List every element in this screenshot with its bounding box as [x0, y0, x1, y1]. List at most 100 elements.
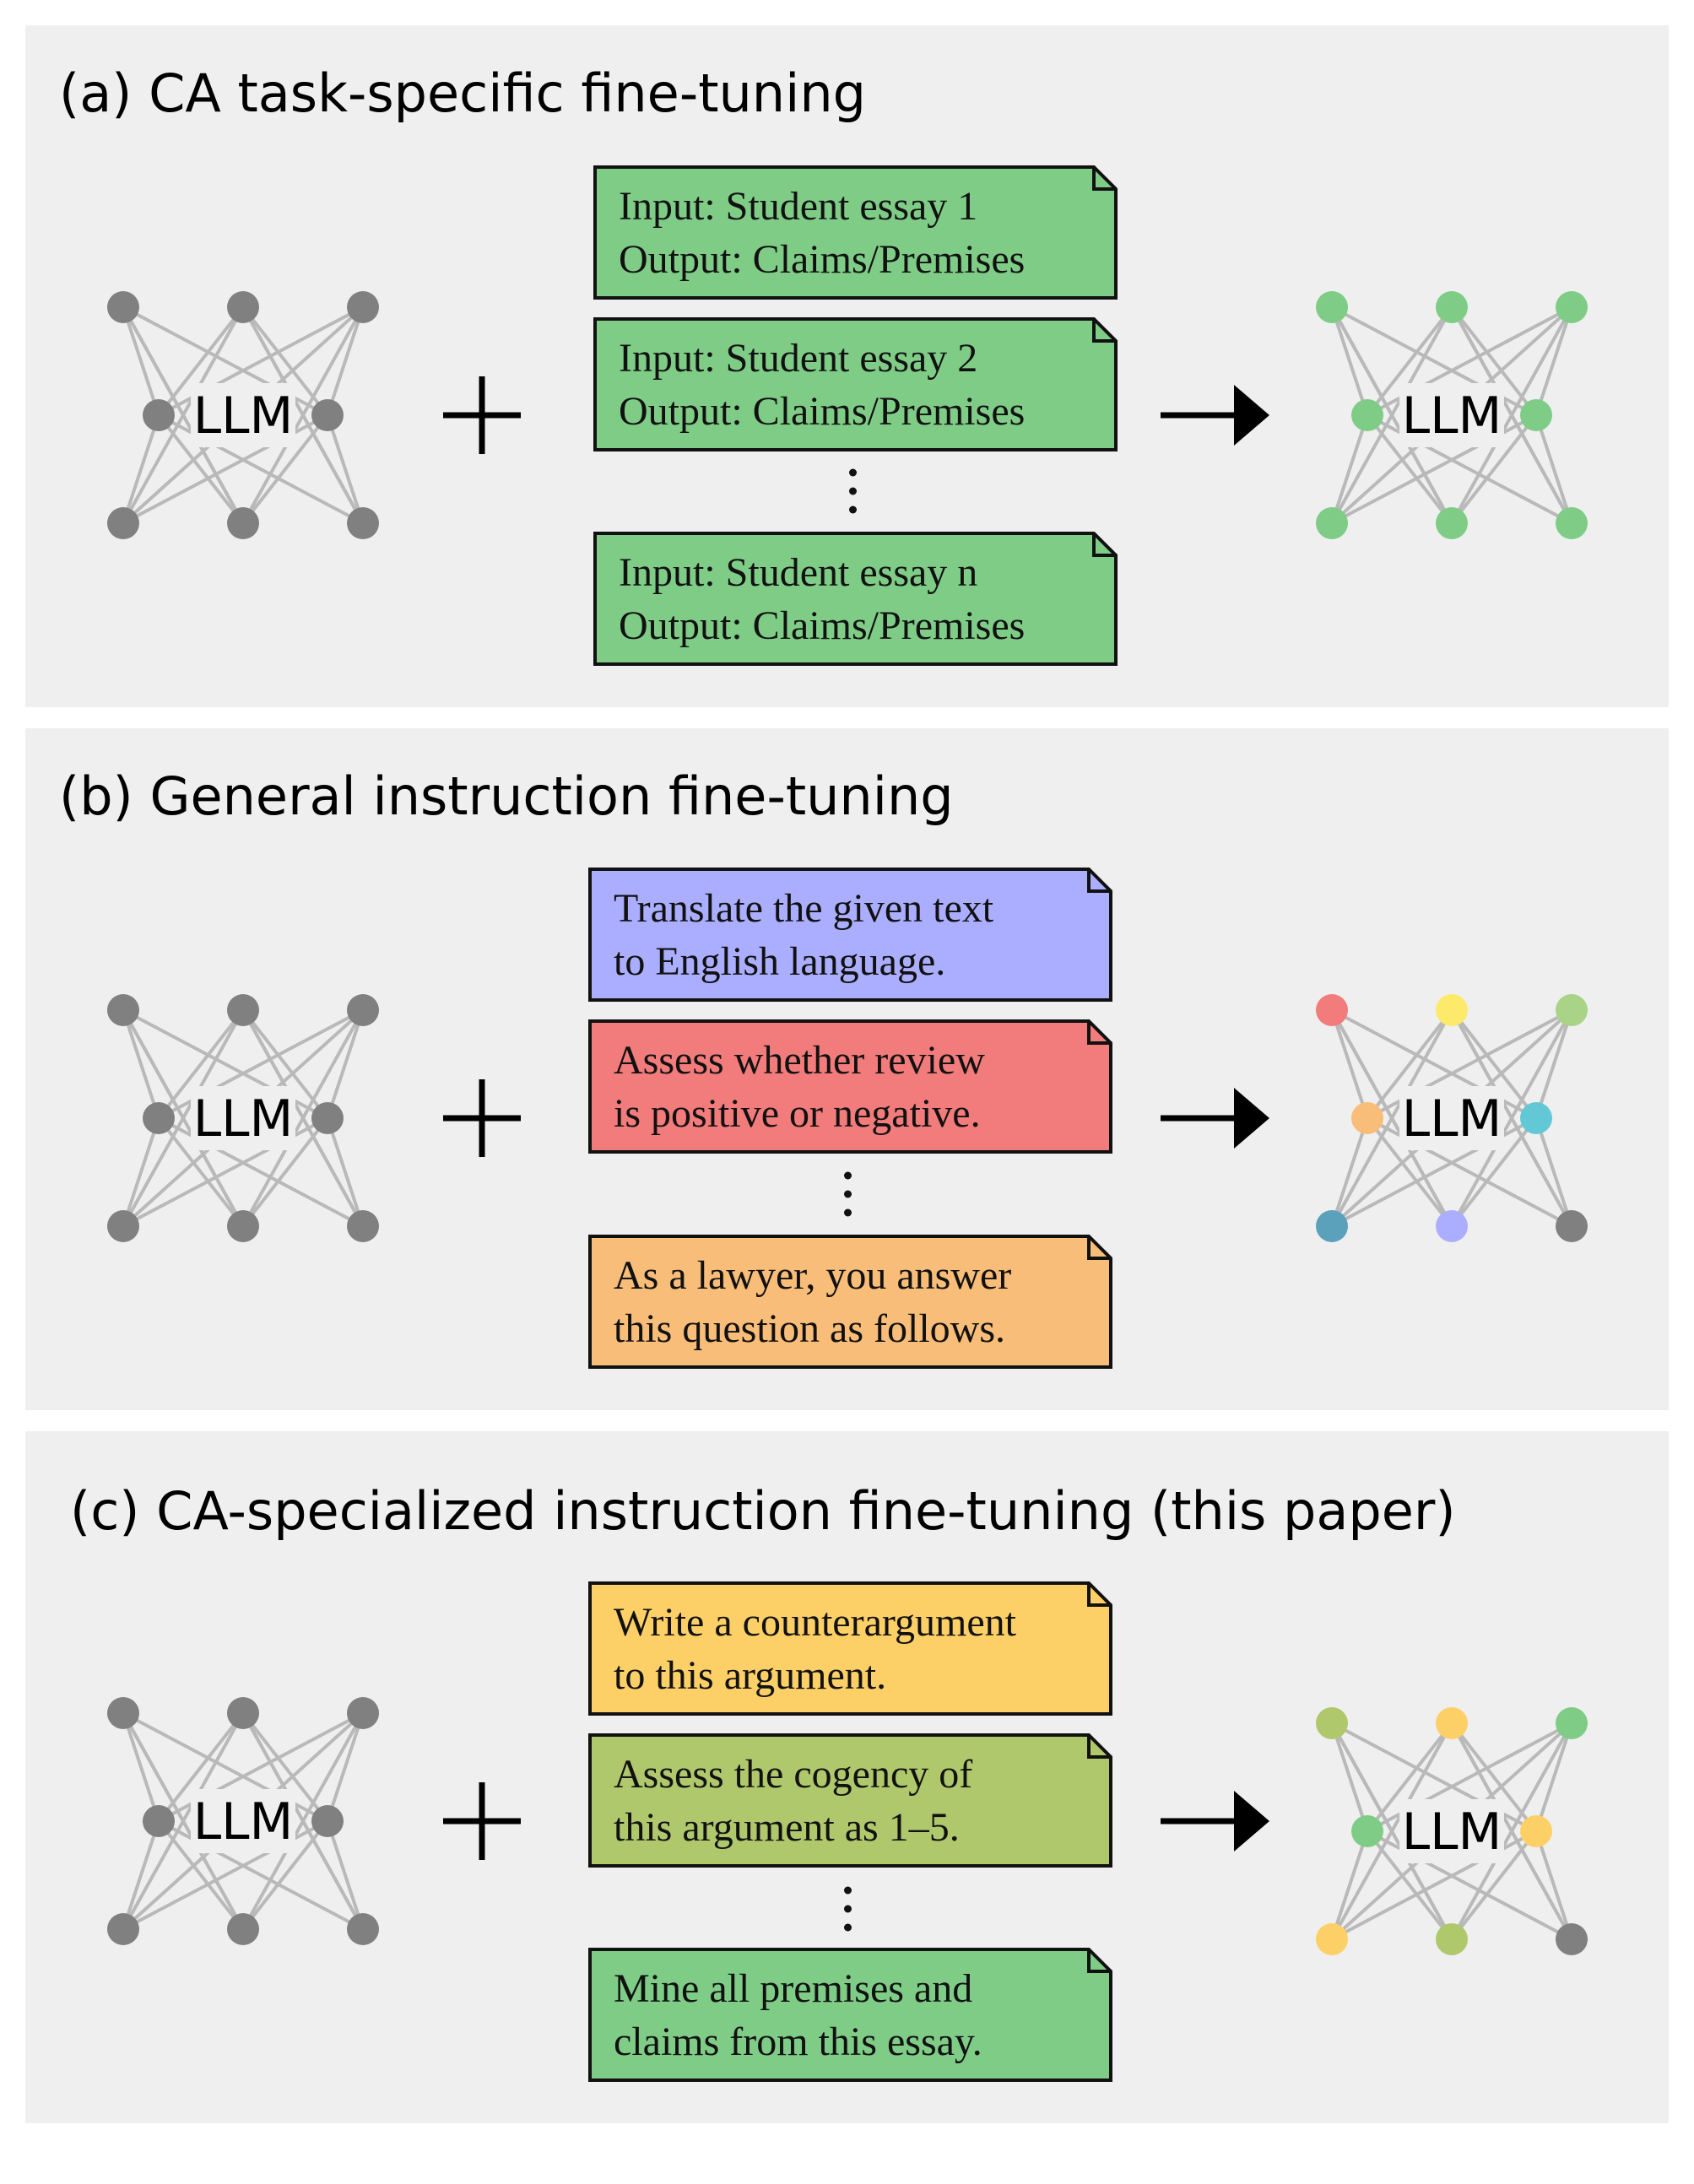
panel-a-base-llm-node [107, 507, 139, 539]
panel-a-result-llm-label: LLM [1402, 387, 1502, 446]
panel-a-result-llm-label-backdrop [1399, 383, 1504, 447]
panel-c-card-2-line: Assess the cogency of [614, 1752, 972, 1797]
panel-b-ellipsis-dot [844, 1190, 852, 1198]
panel-b-base-llm-node [311, 1102, 344, 1134]
panel-a-card-2-body [593, 317, 1118, 451]
panel-a-result-llm-node [1351, 399, 1383, 431]
panel-c-result-llm-node [1520, 1815, 1552, 1847]
panel-b-result-llm-node [1316, 994, 1348, 1026]
panel-a-arrowhead-icon [1234, 385, 1269, 446]
panel-c-result-llm-edge [1534, 1722, 1573, 1832]
panel-c-card-2-folded-corner [1087, 1735, 1111, 1759]
panel-c-result-llm-network: LLM [1316, 1707, 1588, 1955]
panel-c-result-llm-edge [1330, 1722, 1369, 1832]
panel-c-result-llm-edge [1450, 1722, 1573, 1940]
panel-a-ellipsis-dot [849, 487, 857, 495]
panel-b-result-llm-edge [1330, 1117, 1369, 1227]
panel-c-result-llm-node [1436, 1923, 1468, 1955]
panel-b-result-llm-edge [1330, 1009, 1369, 1119]
panel-b-base-llm-node [227, 994, 259, 1026]
panel-b-base-llm-node [227, 1210, 259, 1242]
panel-b-card-3-line: this question as follows. [614, 1306, 1005, 1351]
panel-b-card-1-body [588, 868, 1112, 1002]
panel-b-base-llm-label-backdrop [191, 1086, 295, 1150]
panel-c-card-3-folded-corner [1087, 1949, 1111, 1973]
panel-a-result-llm-node [1436, 291, 1468, 323]
panel-b-base-llm-node [347, 1210, 379, 1242]
panel-a-result-llm-edge [1534, 306, 1573, 416]
panel-b-base-llm-node [107, 1210, 139, 1242]
panel-b-card-2-line: Assess whether review [614, 1038, 985, 1083]
panel-c-result-llm-node [1556, 1707, 1588, 1739]
panel-a-result-llm-edge [1534, 414, 1573, 524]
panel-a-base-llm-node [143, 399, 175, 431]
panel-c-base-llm-label: LLM [193, 1792, 294, 1852]
panel-b-arrowhead-icon [1234, 1088, 1269, 1149]
panel-b-card-3-folded-corner [1087, 1236, 1111, 1260]
panel-a-ellipsis-dot [849, 505, 857, 514]
panel-a-card-1-line: Input: Student essay 1 [619, 184, 977, 229]
panel-c-ellipsis-dot [844, 1923, 852, 1932]
panel-c-card-2-body [588, 1733, 1112, 1868]
panel-c-result-llm-edge [1330, 1722, 1453, 1940]
panel-b-result-llm-node [1436, 1210, 1468, 1242]
panel-c-result-llm-node [1316, 1707, 1348, 1739]
panel-b-base-llm-edge [122, 1009, 160, 1119]
panel-c-base-llm-node [347, 1697, 379, 1729]
panel-b-result-llm-node [1556, 1210, 1588, 1242]
panel-a-base-llm-node [227, 291, 259, 323]
panel-b-base-llm-edge [122, 1117, 160, 1227]
panel-b-result-llm-node [1436, 994, 1468, 1026]
panel-a-base-llm-edge [122, 306, 245, 524]
panel-b-base-llm-node [107, 994, 139, 1026]
panel-c-base-llm-edge [326, 1712, 365, 1822]
panel-b-result-llm-edge [1330, 1009, 1453, 1227]
panel-b-title: (b) General instruction fine-tuning [59, 765, 954, 827]
panel-a-card-3-line: Output: Claims/Premises [619, 603, 1025, 648]
panel-a-card-3-folded-corner [1092, 533, 1116, 557]
panel-a-card-2-line: Output: Claims/Premises [619, 389, 1025, 434]
panel-b-base-llm-network: LLM [107, 994, 379, 1242]
panel-c-title: (c) CA-specialized instruction fine-tuni… [70, 1480, 1456, 1542]
panel-c-ellipsis-dot [844, 1905, 852, 1913]
panel-b-result-llm-edge [1450, 1009, 1573, 1227]
panel-a-base-llm-edge [122, 414, 160, 524]
panel-b-base-llm-edge [326, 1117, 365, 1227]
panel-b-card-2-body [588, 1019, 1112, 1154]
panel-b-result-llm-network: LLM [1316, 994, 1588, 1242]
panel-a-result-llm-network: LLM [1316, 291, 1588, 539]
panel-c-base-llm-edge [122, 1712, 245, 1930]
panel-b-base-llm-edge [326, 1009, 365, 1119]
panel-c-base-llm-node [227, 1913, 259, 1945]
panel-a-base-llm-network: LLM [107, 291, 379, 539]
panel-a-base-llm-node [227, 507, 259, 539]
panel-c-card-3-line: claims from this essay. [614, 2019, 982, 2064]
panel-a-result-llm-edge [1330, 414, 1369, 524]
panel-c-base-llm-node [347, 1913, 379, 1945]
panel-b-result-llm-node [1520, 1102, 1552, 1134]
panel-c-card-3-body [588, 1948, 1112, 2082]
panel-a-base-llm-label: LLM [193, 387, 294, 446]
panel-b-result-llm-edge [1534, 1117, 1573, 1227]
panel-c-card-1-folded-corner [1087, 1583, 1111, 1607]
panel-c-result-llm-node [1556, 1923, 1588, 1955]
panel-b-base-llm-edge [241, 1009, 365, 1227]
panel-b-result-llm-node [1316, 1210, 1348, 1242]
panel-c-result-llm-label-backdrop [1399, 1799, 1504, 1863]
panel-a-card-2-folded-corner [1092, 319, 1116, 343]
panel-c-base-llm-edge [326, 1820, 365, 1930]
panel-c-base-llm-node [311, 1805, 344, 1837]
panel-b-base-llm-edge [122, 1009, 245, 1227]
panel-b-base-llm-node [347, 994, 379, 1026]
panel-c-card-1-line: to this argument. [614, 1653, 886, 1698]
panel-a-base-llm-node [347, 291, 379, 323]
panel-c-base-llm-network: LLM [107, 1697, 379, 1945]
panel-a-result-llm-node [1316, 507, 1348, 539]
panel-a-base-llm-edge [241, 306, 365, 524]
panel-c-card-2-line: this argument as 1–5. [614, 1805, 960, 1850]
